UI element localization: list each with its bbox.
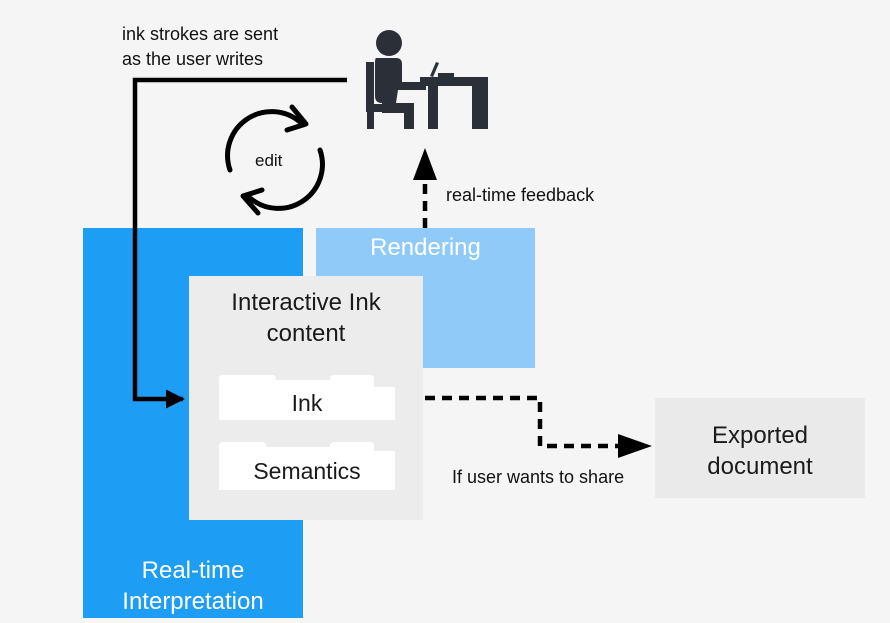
- ink-strokes-note: ink strokes are sent as the user writes: [122, 24, 279, 69]
- interactive-ink-content-label: Interactive Ink content: [231, 289, 381, 347]
- refresh-cycle-icon: [225, 104, 325, 216]
- rendering-label: Rendering: [370, 234, 481, 261]
- share-note: If user wants to share: [452, 467, 625, 487]
- exported-document-label: Exported document: [707, 422, 813, 480]
- edit-note: edit: [255, 151, 283, 170]
- ink-label: Ink: [291, 390, 323, 416]
- person-writing-at-desk-icon: [366, 30, 488, 129]
- realtime-interpretation-label: Real-time Interpretation: [122, 557, 264, 615]
- semantics-card: [219, 442, 395, 490]
- semantics-label: Semantics: [253, 458, 361, 484]
- ink-strokes-arrow: [132, 77, 347, 409]
- exported-document-block: [655, 398, 865, 498]
- ink-card: [219, 375, 395, 420]
- share-arrow: [425, 395, 652, 458]
- realtime-feedback-arrow: [413, 148, 437, 228]
- realtime-feedback-note: real-time feedback: [446, 185, 595, 205]
